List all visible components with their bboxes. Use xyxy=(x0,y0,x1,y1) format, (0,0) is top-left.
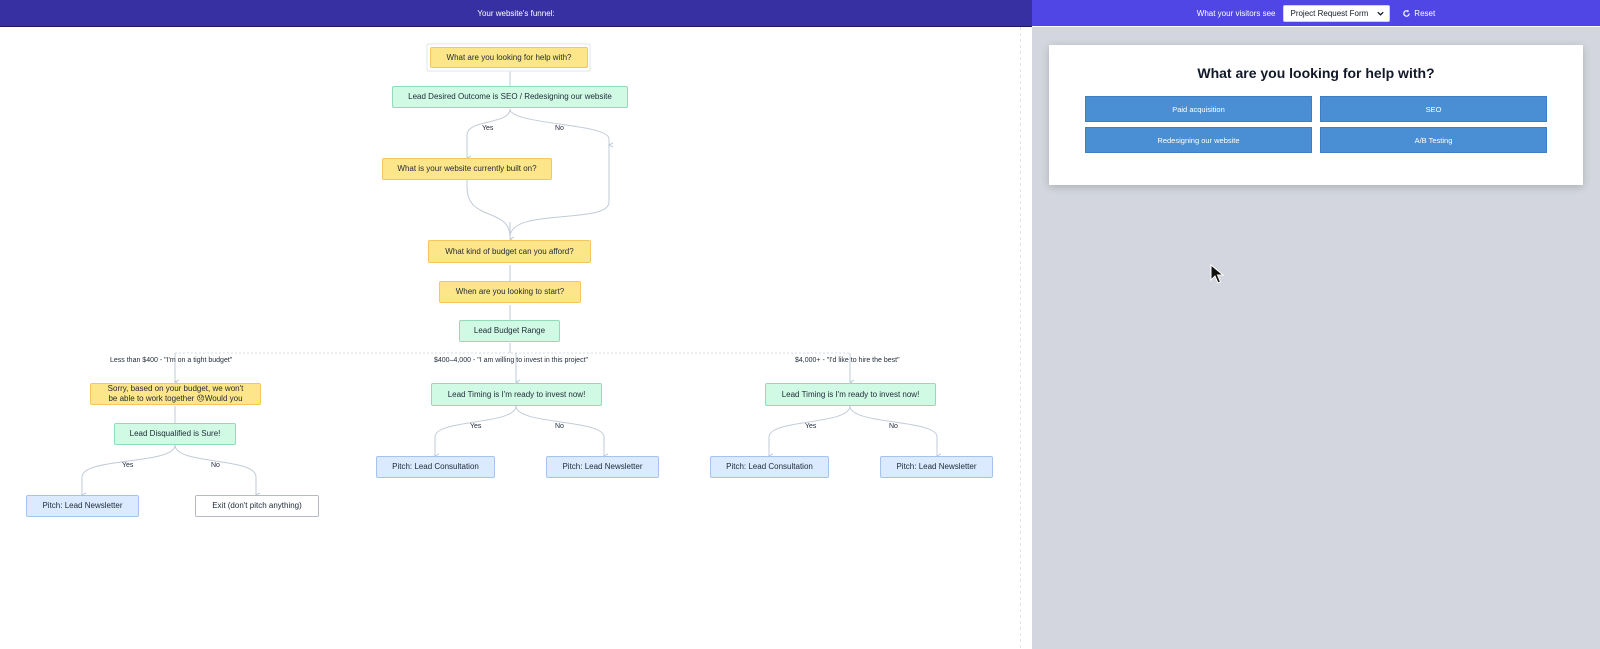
chevron-down-icon xyxy=(1377,11,1384,16)
canvas-divider xyxy=(1020,27,1021,649)
no-label: No xyxy=(889,423,898,430)
question-node[interactable]: When are you looking to start? xyxy=(439,281,581,303)
yes-label: Yes xyxy=(805,423,817,430)
node-text: Sorry, based on your budget, we won't be… xyxy=(107,384,244,403)
node-text: What are you looking for help with? xyxy=(446,52,572,62)
option-button[interactable]: SEO xyxy=(1320,96,1547,122)
node-text: Lead Timing is I'm ready to invest now! xyxy=(447,389,586,399)
no-label: No xyxy=(555,125,564,132)
option-button[interactable]: Redesigning our website xyxy=(1085,127,1312,153)
node-text: Lead Budget Range xyxy=(473,326,546,335)
question-node[interactable]: What are you looking for help with? xyxy=(430,47,588,68)
form-select[interactable]: Project Request Form xyxy=(1283,4,1391,22)
funnel-connectors xyxy=(0,43,1020,649)
question-node[interactable]: What kind of budget can you afford? xyxy=(428,240,591,263)
yes-label: Yes xyxy=(122,462,134,469)
node-text: Pitch: Lead Consultation xyxy=(392,462,479,471)
preview-question: What are you looking for help with? xyxy=(1197,65,1435,81)
pitch-node[interactable]: Pitch: Lead Newsletter xyxy=(26,495,139,517)
condition-node[interactable]: Lead Timing is I'm ready to invest now! xyxy=(765,383,936,406)
preview-card: What are you looking for help with? Paid… xyxy=(1049,45,1583,185)
pitch-node[interactable]: Pitch: Lead Newsletter xyxy=(546,456,659,478)
visitors-label: What your visitors see xyxy=(1196,8,1276,18)
option-button[interactable]: A/B Testing xyxy=(1320,127,1547,153)
preview-header: What your visitors see Project Request F… xyxy=(1032,0,1600,26)
node-text: What kind of budget can you afford? xyxy=(445,246,574,256)
form-select-value: Project Request Form xyxy=(1290,8,1369,18)
question-node[interactable]: What is your website currently built on? xyxy=(382,158,552,180)
pitch-node[interactable]: Pitch: Lead Newsletter xyxy=(880,456,993,478)
branch-label-low: Less than $400 - "I'm on a tight budget" xyxy=(110,357,233,364)
funnel-canvas[interactable]: What are you looking for help with? Lead… xyxy=(0,27,1020,649)
node-text: Lead Timing is I'm ready to invest now! xyxy=(781,389,920,399)
yes-label: Yes xyxy=(482,125,494,132)
yes-label: Yes xyxy=(470,423,482,430)
node-text: Pitch: Lead Consultation xyxy=(726,462,813,471)
node-text: Exit (don't pitch anything) xyxy=(212,501,302,510)
node-text: Lead Desired Outcome is SEO / Redesignin… xyxy=(408,92,612,101)
funnel-title: Your website's funnel: xyxy=(477,8,555,18)
question-node[interactable]: Sorry, based on your budget, we won't be… xyxy=(90,383,261,405)
exit-node[interactable]: Exit (don't pitch anything) xyxy=(195,495,319,517)
option-button[interactable]: Paid acquisition xyxy=(1085,96,1312,122)
reset-button[interactable]: Reset xyxy=(1402,9,1435,18)
visitor-preview-panel: What are you looking for help with? Paid… xyxy=(1032,27,1600,649)
node-text: Lead Disqualified is Sure! xyxy=(129,429,221,438)
no-label: No xyxy=(555,423,564,430)
node-text: Pitch: Lead Newsletter xyxy=(896,462,977,471)
funnel-header: Your website's funnel: xyxy=(0,0,1032,27)
condition-node[interactable]: Lead Timing is I'm ready to invest now! xyxy=(431,383,602,406)
condition-node[interactable]: Lead Desired Outcome is SEO / Redesignin… xyxy=(392,86,628,108)
refresh-icon xyxy=(1403,9,1411,17)
pitch-node[interactable]: Pitch: Lead Consultation xyxy=(376,456,495,478)
branch-label-high: $4,000+ - "I'd like to hire the best" xyxy=(795,357,900,364)
pitch-node[interactable]: Pitch: Lead Consultation xyxy=(710,456,829,478)
node-text: When are you looking to start? xyxy=(455,287,565,296)
node-text: Pitch: Lead Newsletter xyxy=(562,462,643,471)
node-text: Pitch: Lead Newsletter xyxy=(42,501,123,510)
mouse-pointer-icon xyxy=(1210,264,1224,284)
no-label: No xyxy=(211,462,220,469)
branch-label-mid: $400–4,000 - "I am willing to invest in … xyxy=(434,357,588,364)
reset-label: Reset xyxy=(1414,8,1436,18)
condition-node[interactable]: Lead Disqualified is Sure! xyxy=(114,423,236,445)
condition-node[interactable]: Lead Budget Range xyxy=(459,320,560,342)
node-text: What is your website currently built on? xyxy=(397,164,537,173)
